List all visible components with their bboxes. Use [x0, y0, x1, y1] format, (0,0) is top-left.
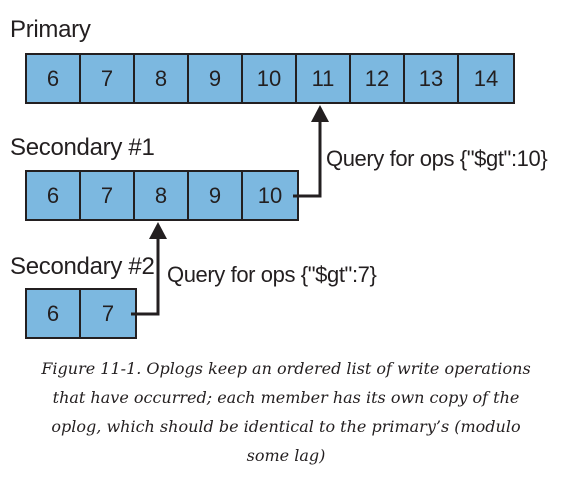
secondary1-op-cell: 7 — [81, 172, 135, 219]
primary-label: Primary — [10, 16, 91, 43]
primary-op-cell: 7 — [81, 55, 135, 102]
secondary2-arrowhead-icon — [149, 222, 167, 239]
secondary2-oplog: 6 7 — [25, 288, 137, 339]
secondary1-query-arrow — [293, 120, 322, 198]
secondary2-label: Secondary #2 — [10, 253, 155, 280]
primary-op-cell: 11 — [297, 55, 351, 102]
secondary2-op-cell: 6 — [27, 290, 81, 337]
primary-op-cell: 8 — [135, 55, 189, 102]
secondary2-query-label: Query for ops {"$gt":7} — [167, 262, 377, 287]
secondary1-op-cell: 10 — [243, 172, 297, 219]
primary-op-cell: 10 — [243, 55, 297, 102]
primary-op-cell: 6 — [27, 55, 81, 102]
primary-op-cell: 9 — [189, 55, 243, 102]
secondary2-query-arrow — [131, 238, 160, 316]
primary-op-cell: 14 — [459, 55, 513, 102]
secondary1-oplog: 6 7 8 9 10 — [25, 170, 299, 221]
secondary1-op-cell: 6 — [27, 172, 81, 219]
primary-oplog: 6 7 8 9 10 11 12 13 14 — [25, 53, 515, 104]
secondary1-query-label: Query for ops {"$gt":10} — [326, 146, 548, 171]
primary-op-cell: 13 — [405, 55, 459, 102]
figure-caption: Figure 11-1. Oplogs keep an ordered list… — [41, 359, 531, 465]
secondary2-op-cell: 7 — [81, 290, 135, 337]
secondary1-op-cell: 8 — [135, 172, 189, 219]
primary-op-cell: 12 — [351, 55, 405, 102]
secondary1-label: Secondary #1 — [10, 134, 155, 161]
secondary1-op-cell: 9 — [189, 172, 243, 219]
secondary1-arrowhead-icon — [311, 105, 329, 122]
